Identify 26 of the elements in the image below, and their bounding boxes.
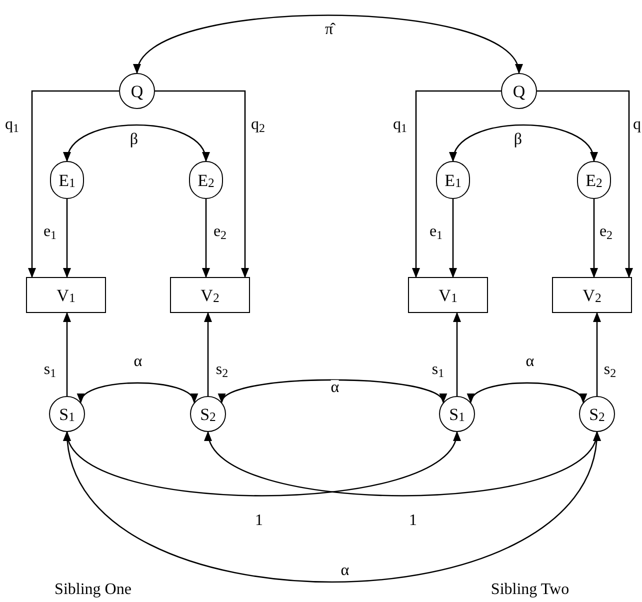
observed-variable-box: V$_{1}$ bbox=[26, 277, 106, 313]
arrow bbox=[63, 312, 71, 396]
arrow bbox=[537, 90, 633, 278]
arrow bbox=[202, 199, 210, 278]
arrow bbox=[63, 199, 71, 278]
arrow bbox=[590, 199, 598, 278]
arrow bbox=[451, 124, 596, 162]
edge-label: β bbox=[130, 132, 138, 148]
arrow bbox=[593, 312, 601, 396]
arrow bbox=[204, 312, 212, 396]
arrow bbox=[155, 90, 249, 278]
arrow bbox=[207, 431, 598, 496]
observed-variable-box: V$_{2}$ bbox=[170, 277, 250, 313]
arrow bbox=[28, 90, 119, 278]
arrow bbox=[65, 124, 208, 162]
arrow bbox=[412, 90, 501, 278]
observed-variable-box: V$_{2}$ bbox=[552, 277, 632, 313]
arrow bbox=[66, 431, 458, 496]
group-label: Sibling One bbox=[54, 582, 132, 598]
arrow bbox=[65, 431, 599, 582]
arrow bbox=[453, 312, 461, 396]
edge-label: β bbox=[514, 132, 522, 148]
observed-variable-box: V$_{1}$ bbox=[408, 277, 488, 313]
arrow bbox=[136, 14, 520, 74]
group-label: Sibling Two bbox=[490, 582, 570, 598]
arrow bbox=[449, 199, 457, 278]
